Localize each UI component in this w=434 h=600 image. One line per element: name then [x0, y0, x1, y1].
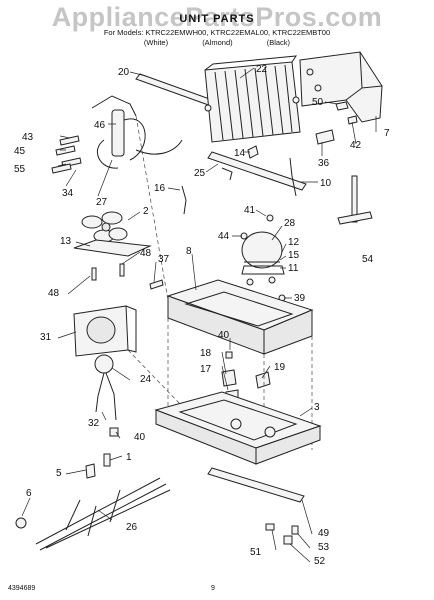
- callout-12: 12: [288, 237, 300, 248]
- callout-25: 25: [194, 168, 206, 179]
- part-25-rail: [207, 151, 307, 191]
- callout-36: 36: [318, 158, 330, 169]
- part-52-nut: [283, 535, 293, 545]
- color-black: (Black): [266, 38, 291, 47]
- part-18-relay: [221, 369, 237, 387]
- callout-16: 16: [154, 183, 166, 194]
- callout-52: 52: [314, 556, 326, 567]
- callout-19: 19: [274, 362, 286, 373]
- callout-48-right: 48: [140, 248, 152, 259]
- callout-8: 8: [186, 246, 192, 257]
- page-number: 9: [211, 585, 215, 592]
- part-8-shroud: [166, 279, 314, 355]
- color-white: (White): [143, 38, 169, 47]
- callout-14: 14: [234, 148, 246, 159]
- part-7-bracket: [299, 51, 383, 123]
- callout-40-bottom: 40: [134, 432, 146, 443]
- part-26-harness: [35, 477, 171, 551]
- callout-45: 45: [14, 146, 26, 157]
- color-legend: (White) (Almond) (Black): [0, 38, 434, 47]
- part-48-screw-a: [91, 267, 97, 281]
- callout-27: 27: [96, 197, 108, 208]
- assembly-guidelines: [127, 115, 313, 450]
- callout-43: 43: [22, 132, 34, 143]
- callout-26: 26: [126, 522, 138, 533]
- part-54-stand: [337, 175, 373, 225]
- callout-28: 28: [284, 218, 296, 229]
- callout-31: 31: [40, 332, 52, 343]
- callout-49: 49: [318, 528, 330, 539]
- callout-17: 17: [200, 364, 212, 375]
- part-49-rail: [207, 467, 305, 503]
- part-28-compressor: [241, 231, 285, 286]
- callout-50: 50: [312, 97, 324, 108]
- part-2-fan-blade: [81, 211, 128, 243]
- callout-1: 1: [126, 452, 132, 463]
- document-number: 4394689: [8, 585, 36, 592]
- part-40-screw-b: [109, 427, 119, 437]
- callout-3: 3: [314, 402, 320, 413]
- callout-20: 20: [118, 67, 130, 78]
- callout-10: 10: [320, 178, 332, 189]
- part-36-block: [315, 129, 335, 145]
- callout-34: 34: [62, 188, 74, 199]
- callout-24: 24: [140, 374, 152, 385]
- part-51-clip: [265, 523, 275, 531]
- callout-7: 7: [384, 128, 390, 139]
- part-screws-left: [51, 135, 82, 174]
- callout-54: 54: [362, 254, 374, 265]
- diagram-title: UNIT PARTS: [179, 13, 255, 25]
- color-almond: (Almond): [202, 38, 233, 47]
- callout-5: 5: [56, 468, 62, 479]
- callout-32: 32: [88, 418, 100, 429]
- callout-6: 6: [26, 488, 32, 499]
- part-53-screw: [291, 525, 299, 535]
- leader-lines: [21, 67, 377, 563]
- model-list: For Models: KTRC22EMWH00, KTRC22EMAL00, …: [103, 28, 331, 37]
- part-10-wire: [289, 157, 297, 197]
- callout-labels: 20 22 46 43 45 55 34 27 14 36 50 42 7 25…: [14, 64, 390, 567]
- part-46-dryer: [91, 95, 183, 169]
- callout-53: 53: [318, 542, 330, 553]
- part-37-screw: [149, 279, 164, 290]
- part-19-cover: [255, 371, 271, 389]
- part-42-screw: [347, 115, 358, 125]
- callout-41: 41: [244, 205, 256, 216]
- callout-55: 55: [14, 164, 26, 175]
- part-5-screw: [85, 463, 96, 479]
- callout-2: 2: [143, 206, 149, 217]
- callout-18: 18: [200, 348, 212, 359]
- part-6-nut: [15, 517, 27, 529]
- callout-39: 39: [294, 293, 306, 304]
- part-40-screw: [225, 351, 233, 359]
- watermark: AppliancePartsPros.com: [51, 2, 383, 32]
- part-13-bracket: [73, 239, 152, 257]
- part-3-base-pan: [154, 391, 322, 465]
- callout-22: 22: [256, 64, 268, 75]
- callout-44: 44: [218, 231, 230, 242]
- callout-37: 37: [158, 254, 170, 265]
- part-41-bolt: [266, 214, 274, 222]
- callout-51: 51: [250, 547, 262, 558]
- callout-42: 42: [350, 140, 362, 151]
- callout-46: 46: [94, 120, 106, 131]
- part-31-fan-shroud: [73, 305, 137, 357]
- part-24-fan-motor: [94, 354, 117, 421]
- part-22-condenser: [204, 55, 301, 143]
- part-48-screw-b: [119, 263, 125, 277]
- callout-13: 13: [60, 236, 72, 247]
- callout-11: 11: [288, 263, 299, 274]
- part-14-clip: [247, 145, 259, 159]
- part-16-wire: [181, 185, 187, 215]
- part-1-screw: [103, 453, 111, 467]
- callout-40-top: 40: [218, 330, 230, 341]
- callout-15: 15: [288, 250, 300, 261]
- callout-48-left: 48: [48, 288, 60, 299]
- part-50-screw: [335, 101, 349, 111]
